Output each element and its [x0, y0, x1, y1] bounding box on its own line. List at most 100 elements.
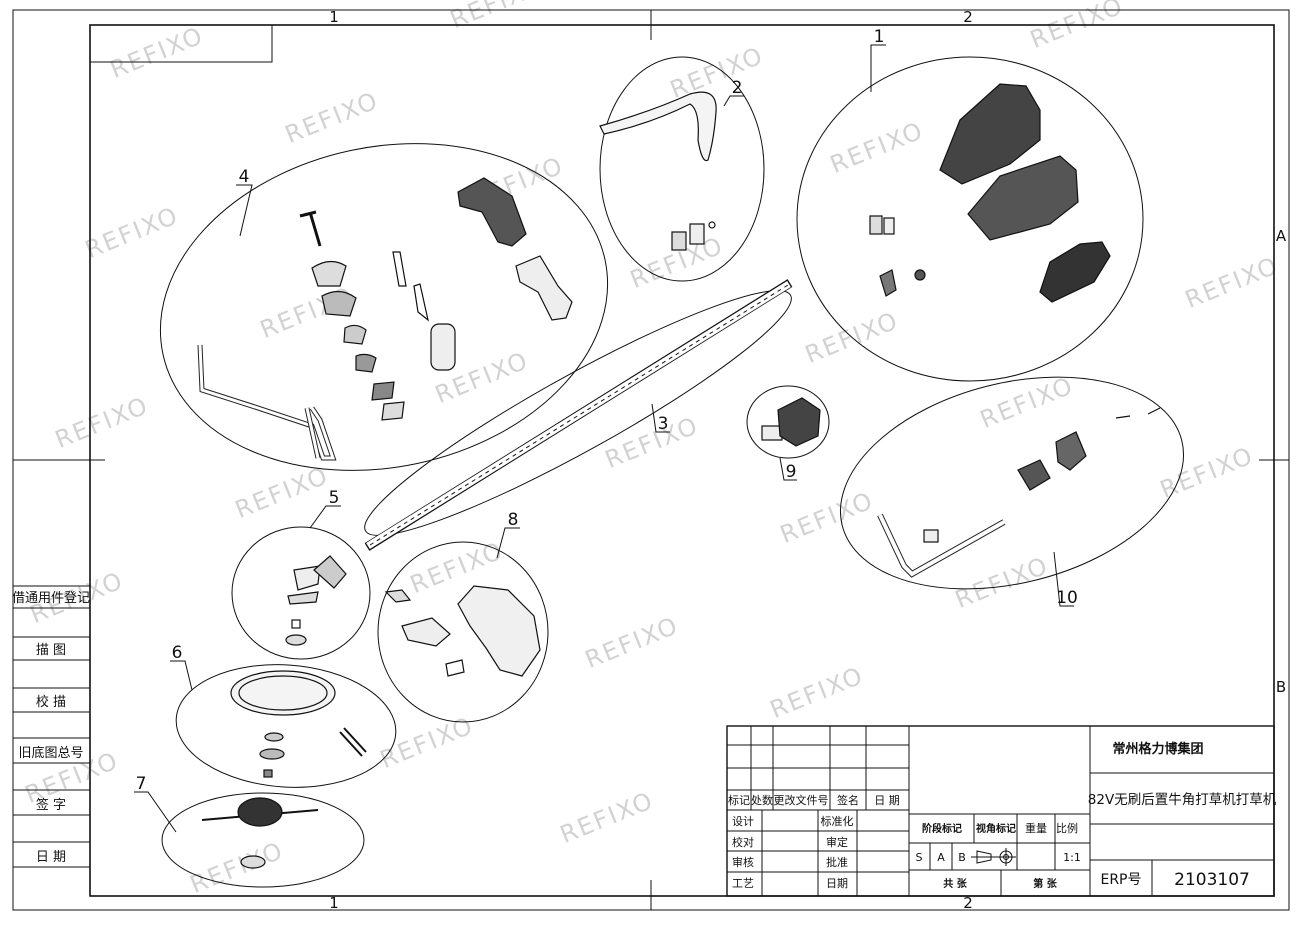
watermark-text: REFIXO — [106, 21, 208, 84]
group-1-parts — [869, 83, 1111, 303]
watermark-text: REFIXO — [666, 41, 768, 104]
tb-role-date: 日期 — [826, 877, 848, 890]
group-10-outline — [839, 376, 1185, 590]
callout-leaders — [134, 44, 1074, 833]
group-7-parts — [201, 797, 319, 869]
zone-row-label-b: B — [1276, 678, 1286, 696]
group-2-outline — [599, 56, 765, 282]
watermark-layer: REFIXO REFIXO REFIXO REFIXO REFIXO REFIXO REFI… — [21, 0, 1283, 899]
group-5-outline — [231, 526, 371, 660]
side-register — [13, 585, 90, 868]
group-5-parts — [285, 555, 347, 646]
watermark-text: REFIXO — [186, 836, 288, 899]
leader-3 — [651, 403, 670, 433]
tb-role-check: 校对 — [732, 835, 754, 849]
leader-9 — [779, 457, 797, 481]
tb-stage-s: S — [916, 851, 923, 864]
group-8-parts — [384, 585, 541, 677]
tb-stage-a: A — [937, 851, 945, 864]
tb-product-name: 82V无刷后置牛角打草机打草机 — [1088, 791, 1277, 808]
zone-col-label-bottom-2: 2 — [963, 894, 973, 912]
tb-sheet-number: 第 张 — [1033, 877, 1057, 890]
callout-2: 2 — [732, 78, 743, 98]
callout-4: 4 — [239, 167, 250, 187]
group-4-outline — [159, 143, 609, 471]
sheet-border — [12, 9, 1290, 911]
leader-4 — [236, 184, 253, 237]
watermark-text: REFIXO — [556, 786, 658, 849]
watermark-text: REFIXO — [826, 116, 928, 179]
callout-7: 7 — [136, 774, 147, 794]
tb-company-name: 常州格力博集团 — [1112, 741, 1203, 757]
title-block — [726, 725, 1275, 897]
tb-erp-value: 2103107 — [1174, 870, 1250, 890]
tb-header-date: 日 期 — [874, 794, 900, 807]
leader-6 — [170, 660, 193, 691]
group-8-outline — [377, 541, 549, 723]
watermark-text: REFIXO — [446, 0, 548, 34]
leader-7 — [134, 791, 177, 833]
callout-1: 1 — [874, 27, 885, 47]
tb-header-change-doc: 更改文件号 — [774, 793, 829, 807]
group-4-parts — [197, 177, 573, 461]
side-label-old-drawing-no: 旧底图总号 — [18, 745, 83, 761]
watermark-text: REFIXO — [81, 201, 183, 264]
leader-1 — [870, 44, 886, 92]
tb-role-approval-review: 审定 — [826, 835, 848, 849]
callout-9: 9 — [786, 462, 797, 482]
tb-role-process: 工艺 — [732, 877, 754, 890]
watermark-text: REFIXO — [766, 661, 868, 724]
watermark-text: REFIXO — [231, 461, 333, 524]
group-6-outline — [175, 664, 397, 788]
group-3-parts — [364, 279, 793, 551]
group-2-parts — [599, 91, 717, 251]
tb-header-mark: 标记 — [728, 793, 750, 807]
watermark-text: REFIXO — [1181, 251, 1283, 314]
zone-col-label-bottom-1: 1 — [329, 894, 339, 912]
zone-col-label-top-1: 1 — [329, 8, 339, 26]
leader-8 — [496, 527, 520, 559]
side-label-date: 日 期 — [36, 850, 66, 865]
outer-border — [12, 9, 1290, 911]
tb-scale-value: 1:1 — [1063, 851, 1081, 864]
tb-erp-label: ERP号 — [1100, 872, 1141, 888]
side-label-borrowed-parts: 借通用件登记 — [12, 591, 90, 606]
side-label-signature: 签 字 — [36, 797, 66, 813]
group-outlines — [159, 56, 1185, 888]
zone-col-label-top-2: 2 — [963, 8, 973, 26]
leader-10 — [1053, 551, 1074, 607]
watermark-text: REFIXO — [51, 391, 153, 454]
tb-view-header: 视角标记 — [976, 822, 1016, 835]
side-label-tracing: 描 图 — [36, 643, 66, 658]
tb-role-design: 设计 — [732, 815, 754, 828]
callout-5: 5 — [329, 488, 340, 508]
side-label-check-tracing: 校 描 — [36, 694, 66, 710]
tb-role-standardization: 标准化 — [821, 814, 854, 828]
tb-weight-header: 重量 — [1025, 821, 1047, 835]
group-9-parts — [761, 397, 821, 447]
tb-scale-header: 比例 — [1056, 821, 1078, 835]
tb-header-count: 处数 — [751, 794, 773, 807]
zone-row-label-a: A — [1276, 227, 1287, 245]
tb-role-review: 审核 — [732, 855, 754, 869]
group-6-parts — [230, 670, 367, 778]
tb-header-signature: 签名 — [837, 793, 859, 807]
callout-10: 10 — [1056, 588, 1078, 608]
group-3-outline — [364, 290, 792, 536]
watermark-text: REFIXO — [1026, 0, 1128, 54]
group-10-parts — [877, 407, 1161, 578]
callout-6: 6 — [172, 643, 183, 663]
leader-2 — [723, 95, 744, 107]
group-9-outline — [746, 385, 830, 459]
corner-box — [90, 25, 273, 63]
watermark-text: REFIXO — [976, 371, 1078, 434]
watermark-text: REFIXO — [376, 711, 478, 774]
watermark-text: REFIXO — [601, 411, 703, 474]
tb-stage-header: 阶段标记 — [922, 822, 962, 835]
group-7-outline — [161, 792, 365, 888]
inner-border — [89, 24, 1275, 897]
tb-total-sheets: 共 张 — [943, 877, 967, 890]
watermark-text: REFIXO — [776, 486, 878, 549]
